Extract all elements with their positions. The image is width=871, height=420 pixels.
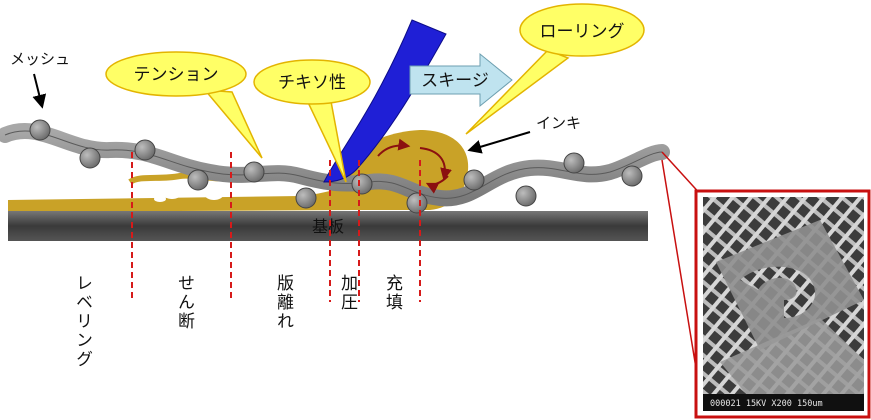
thixotropy-label: チキソ性 bbox=[278, 73, 346, 93]
ink-layer bbox=[8, 182, 352, 212]
callout-thixotropy: チキソ性 bbox=[253, 59, 371, 183]
mesh-knots bbox=[29, 119, 643, 214]
substrate-label: 基板 bbox=[312, 217, 344, 236]
mesh-label: メッシュ bbox=[10, 50, 70, 68]
stage-label-shear: せん断 bbox=[174, 274, 194, 331]
stage-divider-lines bbox=[131, 152, 421, 302]
stage-label-pressure: 加圧 bbox=[337, 274, 357, 312]
ink-filaments bbox=[140, 180, 223, 202]
squeegee-label: スキージ bbox=[421, 71, 489, 91]
substrate bbox=[8, 211, 648, 241]
stage-label-filling: 充填 bbox=[382, 274, 402, 312]
tension-label: テンション bbox=[134, 65, 219, 85]
rolling-label: ローリング bbox=[540, 22, 625, 42]
stage-label-separation: 版離れ bbox=[273, 274, 293, 331]
squeegee-direction-arrow: スキージ bbox=[409, 52, 513, 108]
callout-rolling: ローリング bbox=[465, 3, 645, 135]
callout-tension: テンション bbox=[105, 51, 263, 159]
sem-caption: 000021 15KV X200 150um bbox=[710, 399, 823, 409]
stage-label-leveling: レベリング bbox=[72, 274, 92, 369]
sem-micrograph: 000021 15KV X200 150um bbox=[694, 189, 871, 419]
ink-label: インキ bbox=[536, 114, 581, 132]
